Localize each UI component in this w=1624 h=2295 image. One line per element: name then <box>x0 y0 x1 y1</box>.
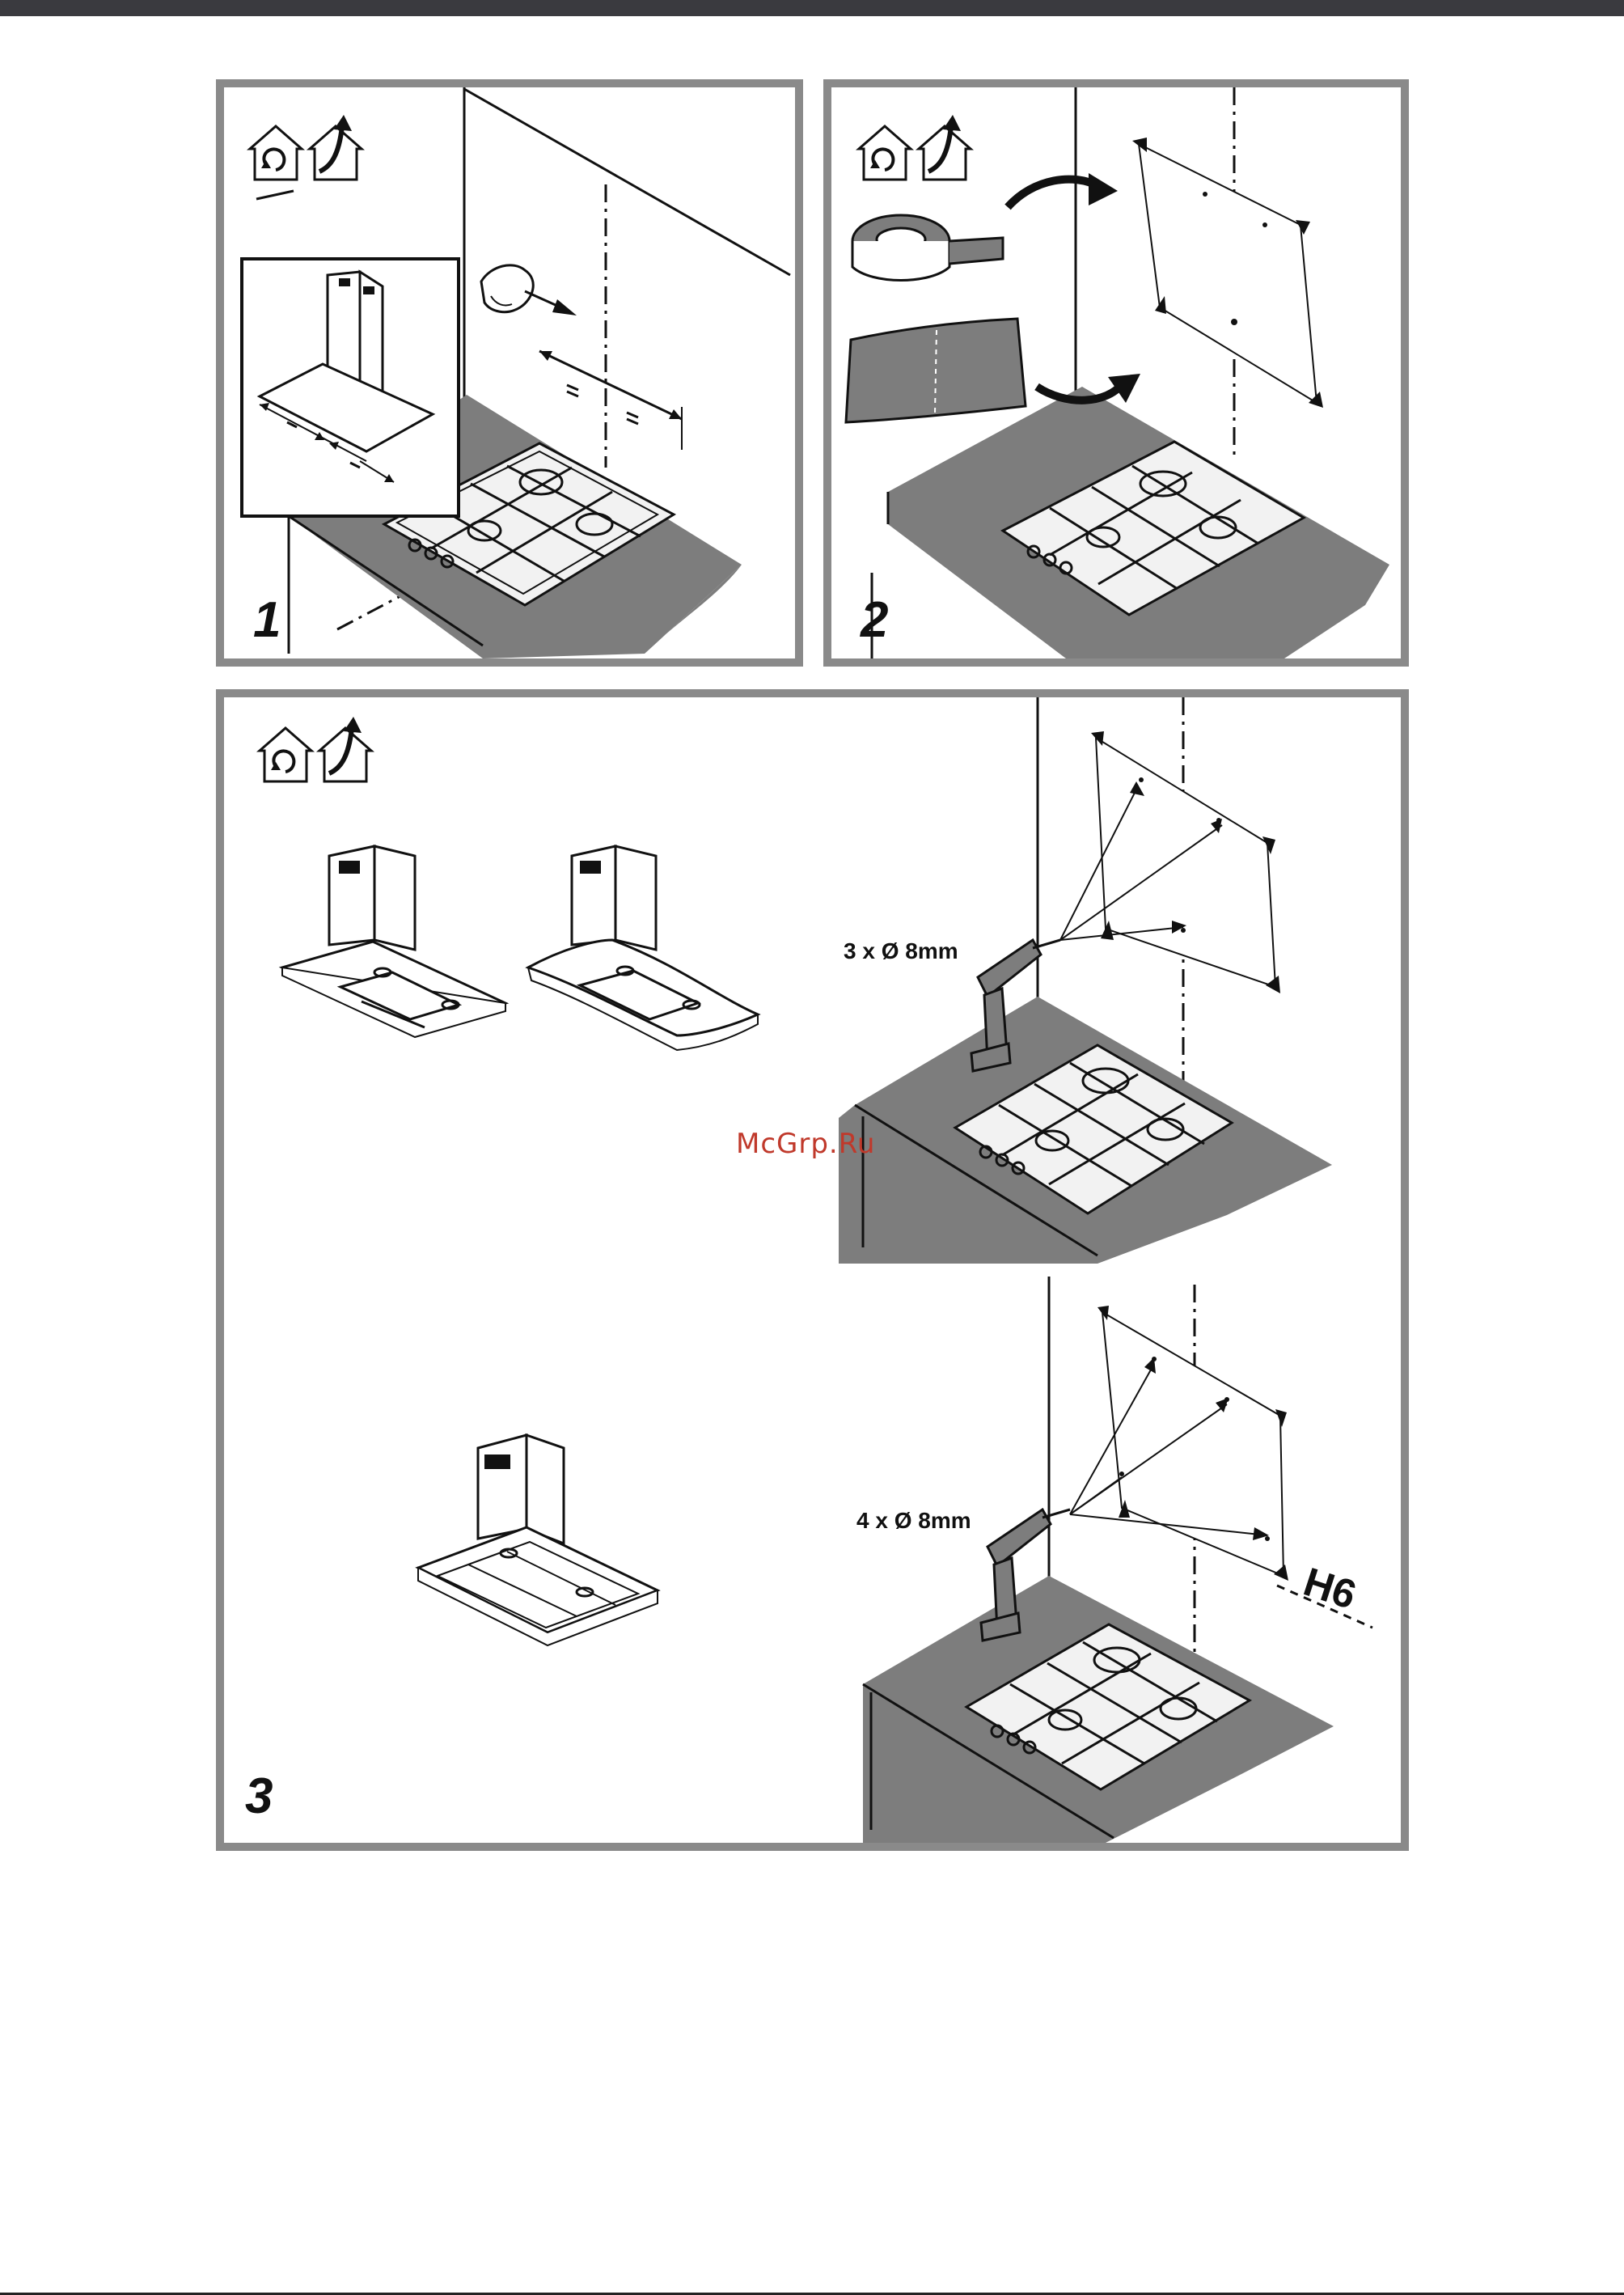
template-fixing-illustration <box>831 87 1401 658</box>
hood-model-box <box>418 1435 658 1645</box>
recirculation-mode-icon <box>260 728 311 781</box>
adhesive-tape-icon <box>852 215 1003 281</box>
marking-wall-illustration <box>224 87 795 658</box>
inset-hood-diagram <box>242 259 459 516</box>
drilling-template <box>1132 138 1323 408</box>
paper-template-icon <box>846 319 1026 422</box>
step-number: 1 <box>253 595 281 646</box>
step-number: 2 <box>861 595 888 646</box>
equal-distance-arrows <box>539 351 682 450</box>
pencil-hand-icon <box>481 265 577 315</box>
drilling-scene-four-holes <box>863 1277 1372 1843</box>
recirculation-mode-icon <box>859 126 911 180</box>
extraction-mode-icon <box>919 115 971 180</box>
three-holes-label: 3 x Ø 8mm <box>844 938 958 964</box>
hood-model-curved-glass <box>528 846 758 1050</box>
panel-step-2: 2 <box>823 79 1409 667</box>
step-number: 3 <box>245 1772 273 1822</box>
top-bar <box>0 0 1624 16</box>
extraction-mode-icon <box>319 717 371 781</box>
watermark: McGrp.Ru <box>736 1128 875 1160</box>
four-holes-label: 4 x Ø 8mm <box>856 1508 971 1534</box>
hood-model-flat-glass <box>282 846 505 1037</box>
recirculation-mode-icon <box>250 126 302 180</box>
drilling-scene-three-holes <box>839 697 1332 1264</box>
extraction-mode-icon <box>310 115 362 180</box>
drilling-holes-illustration <box>224 697 1401 1843</box>
panel-step-1: 1 <box>216 79 803 667</box>
panel-step-3: 3 x Ø 8mm 4 x Ø 8mm H6 3 <box>216 689 1409 1851</box>
